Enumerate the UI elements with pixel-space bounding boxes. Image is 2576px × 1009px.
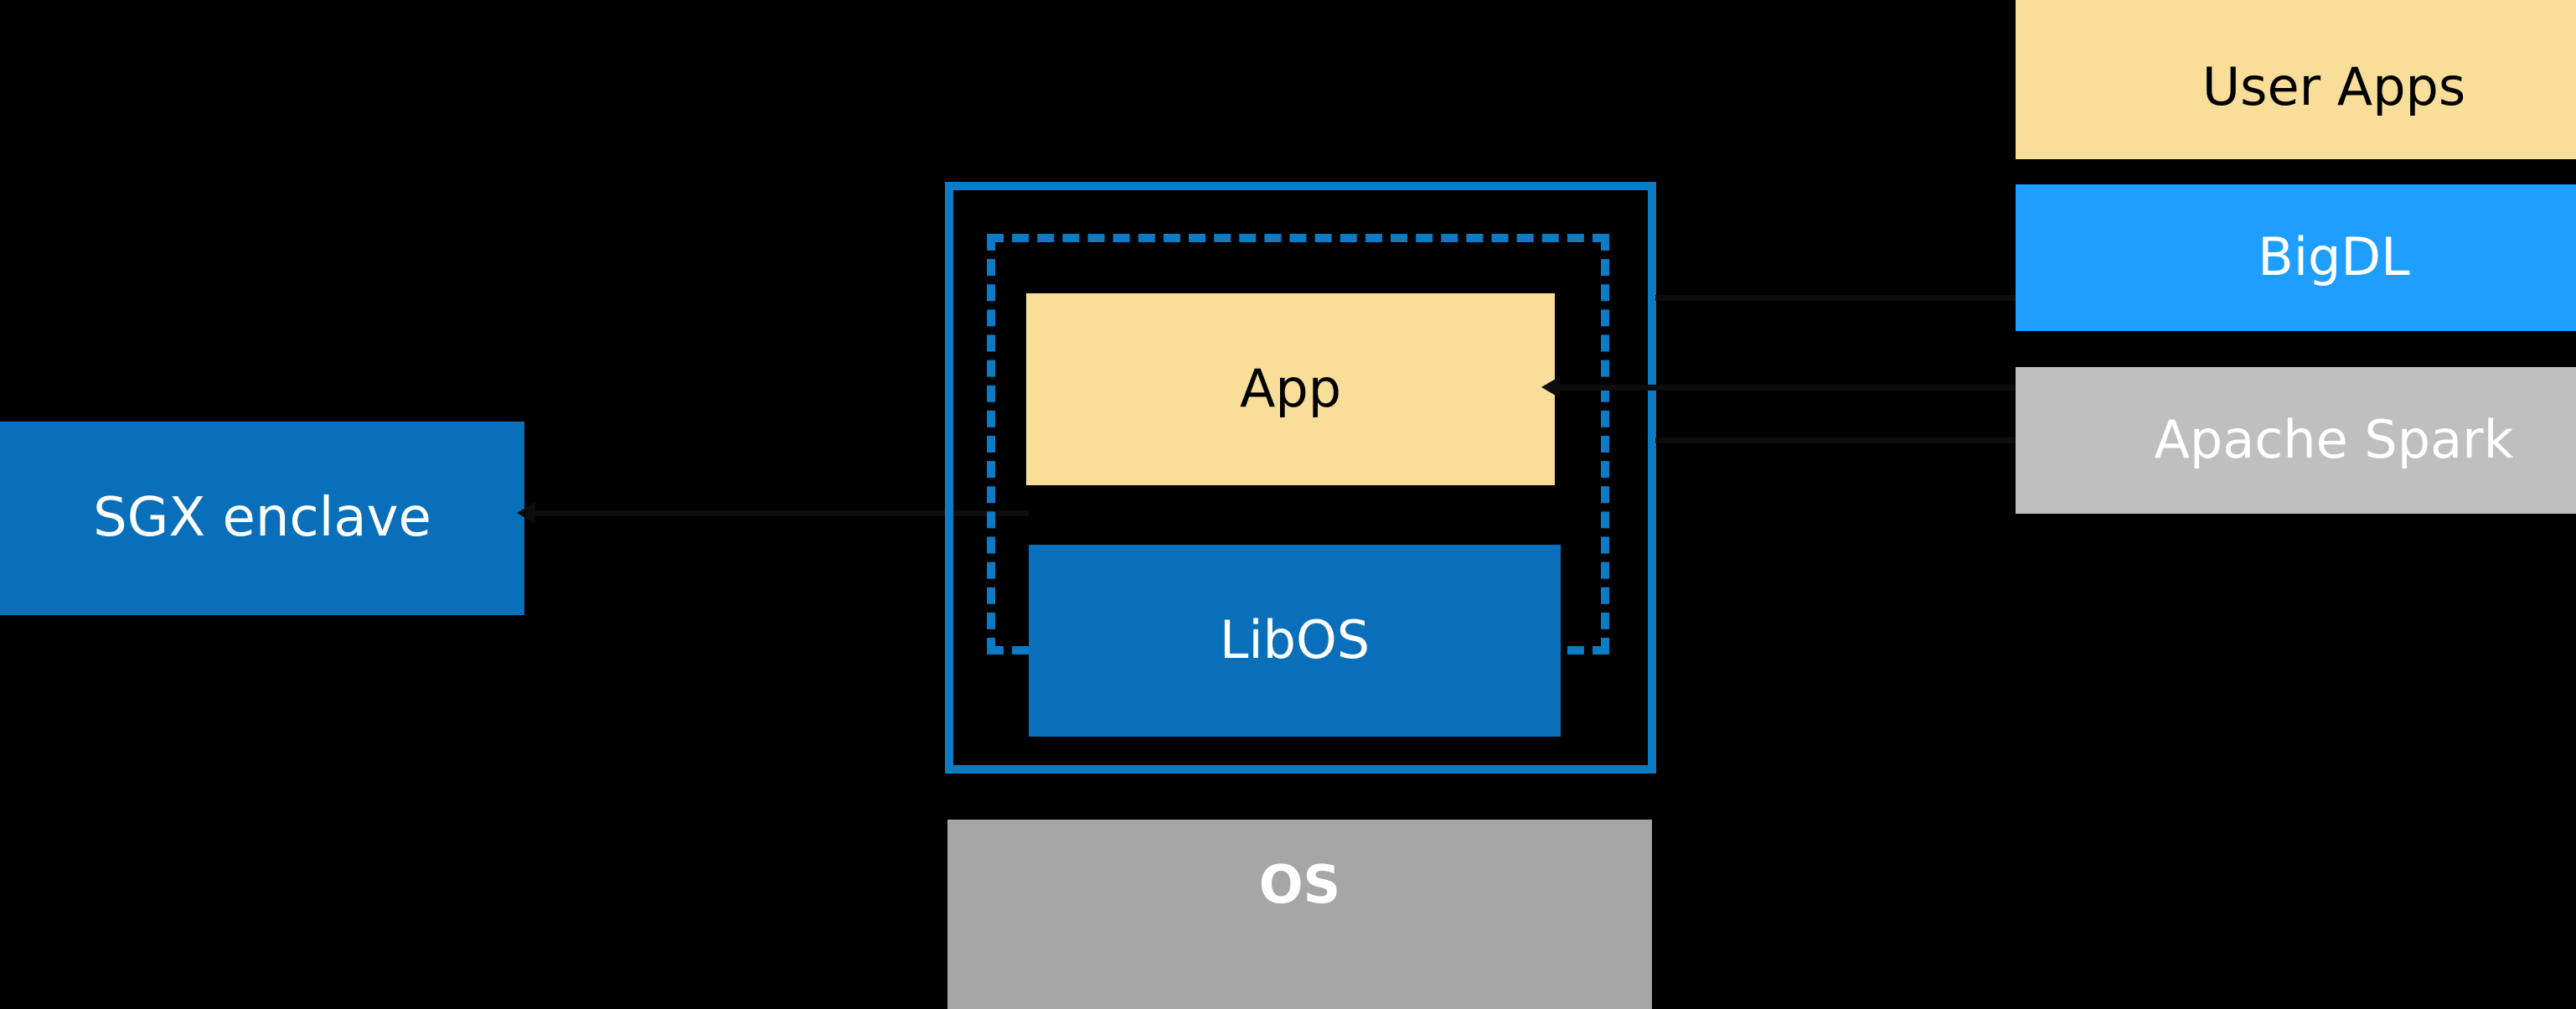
user-apps-box: User Apps bbox=[2016, 0, 2576, 159]
connector-app-to-sgx-enclave bbox=[522, 510, 1029, 516]
arrow-left-app-icon bbox=[1541, 376, 1560, 398]
connector-enclave-to-bigdl-lower bbox=[1655, 437, 2024, 443]
os-box: OS bbox=[947, 820, 1652, 1009]
apache-spark-box: Apache Spark bbox=[2016, 367, 2576, 514]
arrow-left-icon bbox=[517, 502, 535, 524]
libos-box: LibOS bbox=[1029, 545, 1561, 737]
app-box: App bbox=[1026, 293, 1555, 485]
sgx-enclave-box: SGX enclave bbox=[0, 422, 524, 615]
enclave-outer-border bbox=[945, 182, 1656, 774]
connector-enclave-to-bigdl-upper bbox=[1655, 295, 2024, 301]
bigdl-box: BigDL bbox=[2016, 184, 2576, 331]
connector-app-to-user-apps bbox=[1555, 385, 2024, 391]
